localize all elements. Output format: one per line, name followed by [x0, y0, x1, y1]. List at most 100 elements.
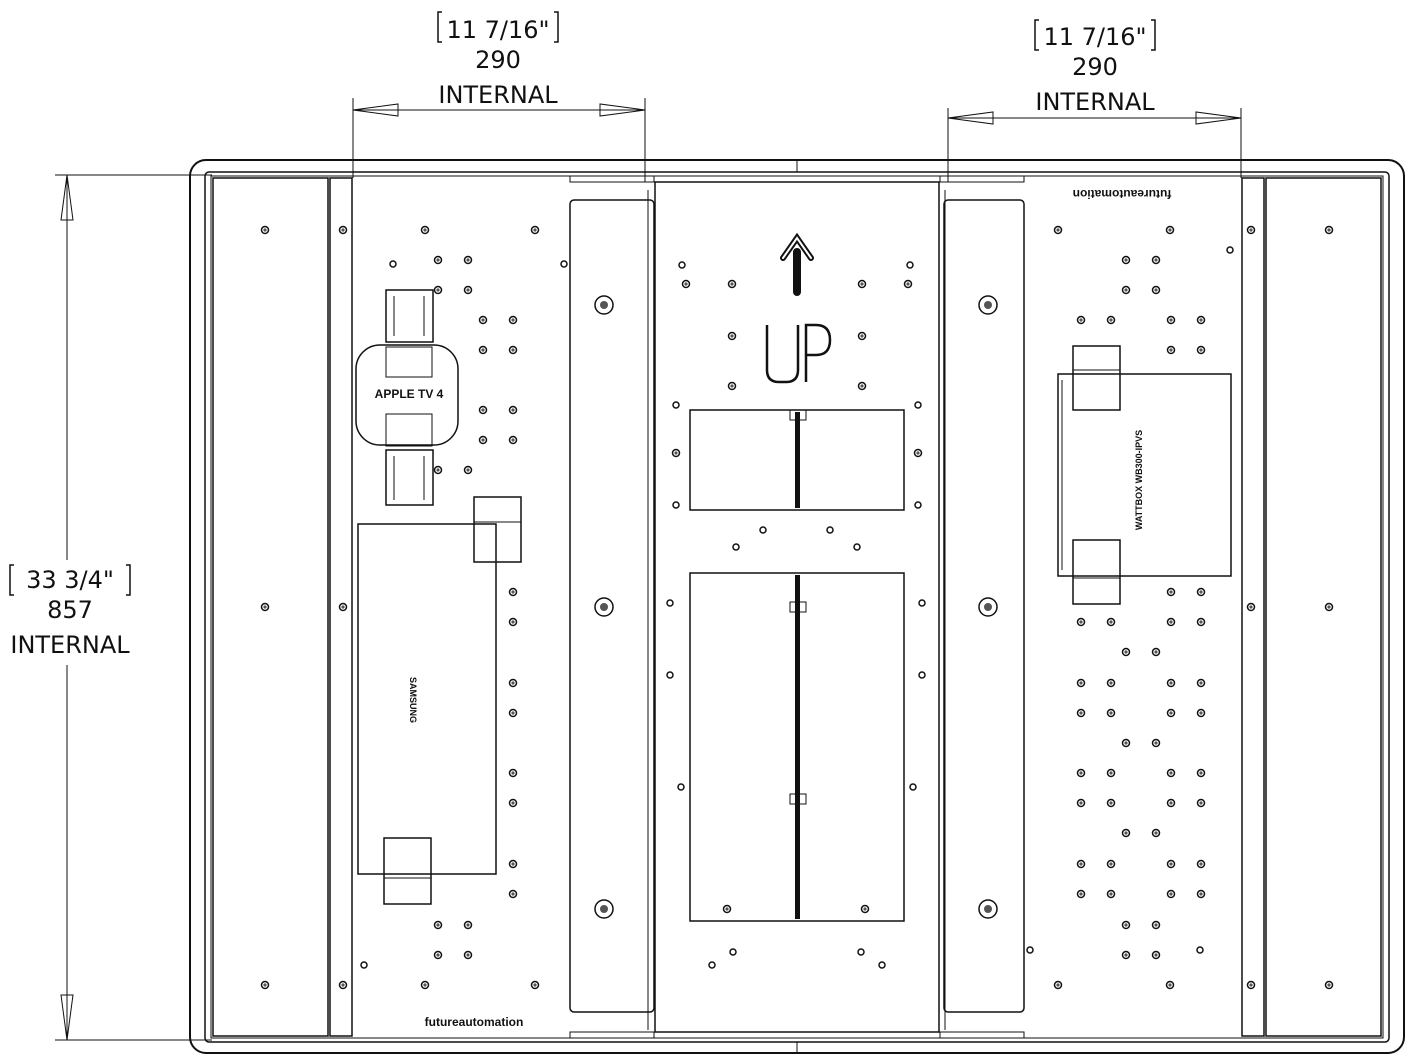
- mounting-hole: [826, 526, 834, 534]
- mounting-hole: [759, 526, 767, 534]
- mounting-hole-center: [1327, 228, 1331, 232]
- mounting-hole: [672, 401, 680, 409]
- center-plate-upper: [689, 409, 905, 511]
- wattbox-label: WATTBOX WB300-IPVS: [1134, 430, 1144, 530]
- mounting-hole-center: [511, 801, 515, 805]
- mounting-hole-center: [1124, 831, 1128, 835]
- mounting-hole-center: [1154, 831, 1158, 835]
- mounting-hole-center: [1109, 620, 1113, 624]
- mounting-hole: [1196, 946, 1204, 954]
- mounting-hole-center: [511, 862, 515, 866]
- mounting-hole-center: [1169, 862, 1173, 866]
- mounting-hole-center: [1124, 258, 1128, 262]
- mounting-hole-center: [730, 334, 734, 338]
- mounting-hole: [909, 783, 917, 791]
- mounting-hole-center: [1056, 228, 1060, 232]
- mounting-hole-center: [1079, 620, 1083, 624]
- mounting-hole-center: [511, 771, 515, 775]
- mounting-hole-center: [1169, 892, 1173, 896]
- wattbox-device: WATTBOX WB300-IPVS: [1057, 345, 1232, 605]
- mounting-hole-center: [466, 923, 470, 927]
- mounting-hole-center: [730, 384, 734, 388]
- mounting-hole-center: [860, 384, 864, 388]
- mounting-hole-center: [1109, 318, 1113, 322]
- dim-right-imperial: 11 7/16": [1043, 23, 1146, 51]
- mounting-hole-center: [263, 605, 267, 609]
- mounting-hole-center: [1169, 318, 1173, 322]
- mounting-hole: [389, 260, 397, 268]
- mounting-hole: [360, 961, 368, 969]
- mounting-hole-center: [1199, 590, 1203, 594]
- mounting-hole-center: [906, 282, 910, 286]
- mounting-hole-center: [1079, 318, 1083, 322]
- mounting-hole-center: [860, 282, 864, 286]
- mounting-hole-center: [1109, 892, 1113, 896]
- rail-bolts: [594, 295, 998, 919]
- mounting-hole-center: [511, 408, 515, 412]
- mounting-hole-center: [1079, 892, 1083, 896]
- mounting-hole-center: [1199, 620, 1203, 624]
- mounting-hole-center: [436, 953, 440, 957]
- mounting-hole-center: [423, 983, 427, 987]
- mounting-hole-center: [511, 681, 515, 685]
- mounting-hole-center: [1199, 892, 1203, 896]
- mounting-hole: [672, 501, 680, 509]
- dim-height-note: INTERNAL: [10, 631, 130, 659]
- mounting-hole-center: [1154, 258, 1158, 262]
- mounting-hole-center: [481, 408, 485, 412]
- mounting-hole-center: [1169, 348, 1173, 352]
- dimension-left-width: 11 7/16" 290 INTERNAL: [352, 11, 646, 182]
- mounting-hole-center: [436, 258, 440, 262]
- mounting-hole-center: [1249, 228, 1253, 232]
- mounting-hole-center: [1327, 605, 1331, 609]
- up-arrow-icon: [780, 232, 814, 296]
- dim-right-metric: 290: [1072, 53, 1118, 81]
- mounting-hole: [729, 948, 737, 956]
- mounting-hole-center: [1056, 983, 1060, 987]
- mounting-hole-center: [1169, 590, 1173, 594]
- mounting-hole-center: [533, 983, 537, 987]
- mounting-hole-center: [511, 318, 515, 322]
- mounting-hole-center: [1124, 288, 1128, 292]
- mounting-hole: [906, 261, 914, 269]
- mounting-hole-center: [1109, 801, 1113, 805]
- mounting-hole-center: [1124, 741, 1128, 745]
- mounting-hole-center: [1199, 711, 1203, 715]
- mounting-hole: [666, 671, 674, 679]
- mounting-hole-center: [684, 282, 688, 286]
- mounting-hole-center: [1168, 228, 1172, 232]
- dim-left-imperial: 11 7/16": [446, 16, 549, 44]
- mounting-hole-center: [1109, 862, 1113, 866]
- mounting-hole-center: [1154, 923, 1158, 927]
- mounting-hole: [732, 543, 740, 551]
- mounting-hole-center: [511, 620, 515, 624]
- mounting-hole-center: [1154, 650, 1158, 654]
- mounting-hole: [918, 671, 926, 679]
- mounting-hole: [918, 599, 926, 607]
- mounting-hole-center: [341, 228, 345, 232]
- dim-height-imperial: 33 3/4": [26, 566, 114, 594]
- mounting-hole-center: [1124, 650, 1128, 654]
- samsung-label: SAMSUNG: [408, 677, 418, 723]
- mounting-hole-center: [436, 468, 440, 472]
- mounting-hole-center: [466, 468, 470, 472]
- mounting-hole-center: [1154, 741, 1158, 745]
- mounting-hole: [666, 599, 674, 607]
- mounting-hole-center: [263, 983, 267, 987]
- mounting-hole-center: [730, 282, 734, 286]
- enclosure-frame: [189, 159, 1405, 1054]
- mounting-hole-center: [1327, 983, 1331, 987]
- mounting-hole: [1026, 946, 1034, 954]
- mounting-hole-center: [511, 711, 515, 715]
- dim-left-note: INTERNAL: [438, 81, 558, 109]
- mounting-hole-center: [1199, 862, 1203, 866]
- dim-left-metric: 290: [475, 46, 521, 74]
- mounting-hole: [678, 261, 686, 269]
- mounting-hole-center: [511, 438, 515, 442]
- mounting-hole: [708, 961, 716, 969]
- mounting-hole-center: [1169, 771, 1173, 775]
- mounting-hole-center: [1169, 711, 1173, 715]
- mounting-hole-center: [466, 953, 470, 957]
- mounting-hole-center: [511, 590, 515, 594]
- mounting-hole-center: [466, 258, 470, 262]
